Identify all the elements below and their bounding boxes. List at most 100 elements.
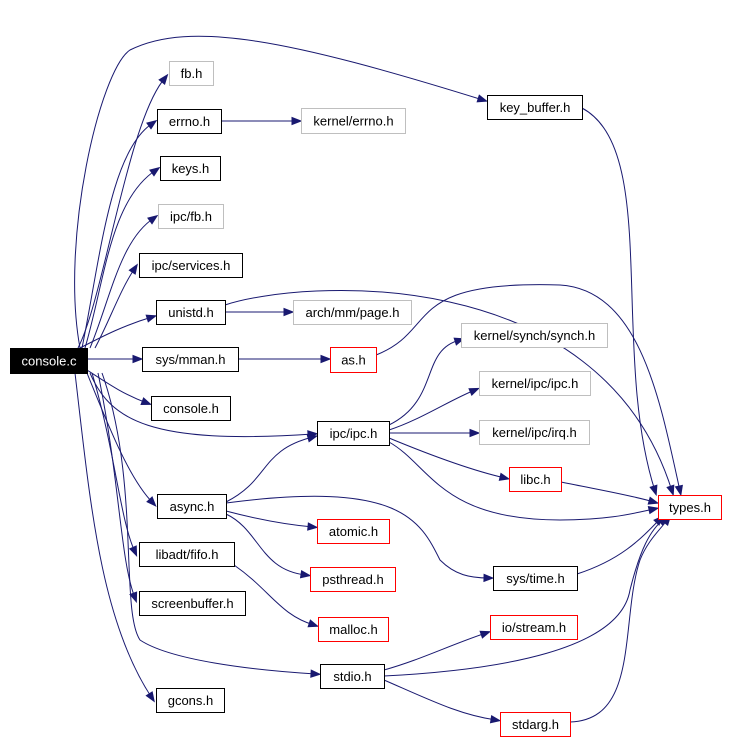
edge-ipc_ipc_h-to-kernel_synch_synch_h — [388, 337, 466, 426]
node-label: errno.h — [169, 114, 210, 129]
edge-console_c-to-libadt_fifo_h — [91, 372, 138, 557]
arrowhead — [140, 397, 153, 405]
node-box — [330, 347, 377, 373]
edge-line — [560, 481, 655, 503]
node-stdio-h[interactable]: stdio.h — [320, 664, 385, 689]
node-box — [318, 617, 389, 642]
node-box — [139, 591, 246, 616]
node-box — [142, 347, 239, 372]
edge-console_c-to-stdio_h — [101, 372, 322, 678]
node-kernel-synch-synch-h[interactable]: kernel/synch/synch.h — [461, 323, 608, 348]
node-console-c[interactable]: console.c — [10, 348, 88, 374]
node-box — [158, 204, 224, 229]
node-label: atomic.h — [329, 524, 378, 539]
arrowhead — [307, 619, 320, 628]
edge-line — [388, 441, 655, 521]
arrowhead — [147, 214, 159, 225]
edge-console_c-to-ipc_services_h — [94, 263, 138, 349]
node-label: stdarg.h — [512, 717, 559, 732]
node-types-h[interactable]: types.h — [658, 495, 722, 520]
node-label: fb.h — [181, 66, 203, 81]
node-errno-h[interactable]: errno.h — [157, 109, 222, 134]
node-kernel-ipc-irq-h[interactable]: kernel/ipc/irq.h — [479, 420, 590, 445]
edge-async_h-to-pthread_h — [225, 513, 312, 579]
node-box — [156, 688, 225, 713]
arrowhead — [469, 428, 481, 438]
node-kernel-ipc-ipc-h[interactable]: kernel/ipc/ipc.h — [479, 371, 591, 396]
arrowhead — [299, 570, 312, 579]
node-unistd-h[interactable]: unistd.h — [156, 300, 226, 325]
edge-console_c-to-gcons_h — [74, 372, 155, 703]
edge-line — [383, 679, 497, 721]
node-console-h[interactable]: console.h — [151, 396, 231, 421]
node-label: console.h — [163, 401, 219, 416]
node-sys-mman-h[interactable]: sys/mman.h — [142, 347, 239, 372]
arrowhead — [479, 630, 492, 639]
node-box — [320, 664, 385, 689]
node-label: unistd.h — [168, 305, 214, 320]
arrowhead — [283, 307, 295, 317]
edge-stdio_h-to-types_h — [383, 515, 669, 677]
edge-line — [225, 513, 307, 576]
edge-ipc_ipc_h-to-libc_h — [388, 437, 511, 481]
node-gcons-h[interactable]: gcons.h — [156, 688, 225, 713]
node-box — [500, 712, 571, 737]
node-async-h[interactable]: async.h — [157, 494, 227, 519]
node-ipc-fb-h[interactable]: ipc/fb.h — [158, 204, 224, 229]
edge-line — [86, 369, 148, 404]
node-label: kernel/errno.h — [313, 114, 393, 129]
edge-line — [576, 518, 661, 575]
node-label: ipc/services.h — [152, 258, 231, 273]
edge-unistd_h-to-types_h — [224, 290, 675, 497]
node-pthread-h[interactable]: psthread.h — [310, 567, 396, 592]
edge-line — [375, 284, 681, 492]
node-ipc-ipc-h[interactable]: ipc/ipc.h — [317, 421, 390, 446]
edge-unistd_h-to-arch_mm_page_h — [225, 307, 295, 317]
arrowhead — [146, 119, 158, 130]
node-kernel-errno-h[interactable]: kernel/errno.h — [301, 108, 406, 134]
edge-libadt_fifo_h-to-malloc_h — [233, 564, 320, 628]
node-box — [490, 615, 578, 640]
node-keys-h[interactable]: keys.h — [160, 156, 221, 181]
edge-line — [81, 122, 154, 349]
edge-line — [74, 372, 153, 699]
edge-line — [581, 107, 656, 492]
node-label: stdio.h — [333, 669, 371, 684]
node-stdarg-h[interactable]: stdarg.h — [500, 712, 571, 737]
node-box — [10, 348, 88, 374]
edge-sys_time_h-to-types_h — [576, 515, 664, 575]
node-arch-mm-page-h[interactable]: arch/mm/page.h — [293, 300, 412, 325]
edge-line — [84, 169, 157, 349]
node-ipc-services-h[interactable]: ipc/services.h — [139, 253, 243, 278]
edge-line — [86, 372, 154, 504]
node-label: ipc/ipc.h — [330, 426, 378, 441]
node-label: kernel/ipc/irq.h — [492, 425, 577, 440]
arrowhead — [291, 116, 303, 126]
node-box — [317, 519, 390, 544]
arrowhead — [674, 484, 683, 497]
node-box — [293, 300, 412, 325]
node-libadt-fifo-h[interactable]: libadt/fifo.h — [139, 542, 235, 567]
node-key-buffer-h[interactable]: key_buffer.h — [487, 95, 583, 120]
edge-console_c-to-keys_h — [84, 166, 161, 349]
node-as-h[interactable]: as.h — [330, 347, 377, 373]
node-malloc-h[interactable]: malloc.h — [318, 617, 389, 642]
edge-async_h-to-ipc_ipc_h — [225, 434, 319, 503]
node-io-stream-h[interactable]: io/stream.h — [490, 615, 578, 640]
edge-console_c-to-unistd_h — [79, 314, 158, 349]
node-libc-h[interactable]: libc.h — [509, 467, 562, 492]
nodes-layer: console.c fb.h key_buffer.h errno.h kernel/e… — [10, 61, 722, 737]
node-screenbuffer-h[interactable]: screenbuffer.h — [139, 591, 246, 616]
node-box — [509, 467, 562, 492]
arrowhead — [320, 354, 332, 364]
node-label: psthread.h — [322, 572, 383, 587]
node-fb-h[interactable]: fb.h — [169, 61, 214, 86]
edge-ipc_ipc_h-to-types_h — [388, 441, 660, 521]
node-sys-time-h[interactable]: sys/time.h — [493, 566, 578, 591]
edge-stdio_h-to-stdarg_h — [383, 679, 502, 724]
node-label: kernel/ipc/ipc.h — [492, 376, 579, 391]
edge-console_c-to-errno_h — [81, 119, 158, 349]
edge-line — [388, 437, 506, 479]
node-atomic-h[interactable]: atomic.h — [317, 519, 390, 544]
